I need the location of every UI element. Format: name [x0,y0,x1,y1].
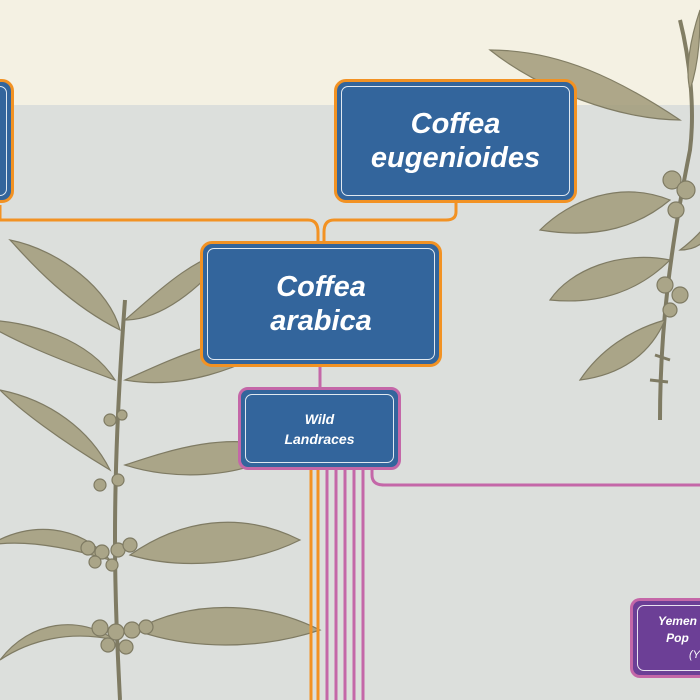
node-yemen-population-partial[interactable]: Yemen Pop (Y [630,598,700,678]
species-node-coffea-arabica[interactable]: Coffea arabica [200,241,442,367]
node-title-line2: Landraces [284,430,355,447]
species-node-coffea-eugenioides[interactable]: Coffea eugenioides [334,79,577,203]
node-title-line2: Pop [666,630,689,645]
node-title-line2: eugenioides [370,142,541,174]
node-title-line1: Wild [304,410,335,427]
node-title-line1: Yemen [658,613,697,628]
connector-landraces-to-right [370,470,700,487]
node-title-line1: Coffea [276,271,366,303]
node-wild-landraces[interactable]: Wild Landraces [238,387,401,470]
node-subtitle: (Y [689,648,700,661]
node-title-line1: Coffea [410,108,501,140]
connector-eugenioides-to-arabica [322,203,458,243]
node-title-line2: arabica [270,305,372,337]
connector-left-to-arabica [0,205,320,243]
species-node-left-partial[interactable] [0,79,14,203]
